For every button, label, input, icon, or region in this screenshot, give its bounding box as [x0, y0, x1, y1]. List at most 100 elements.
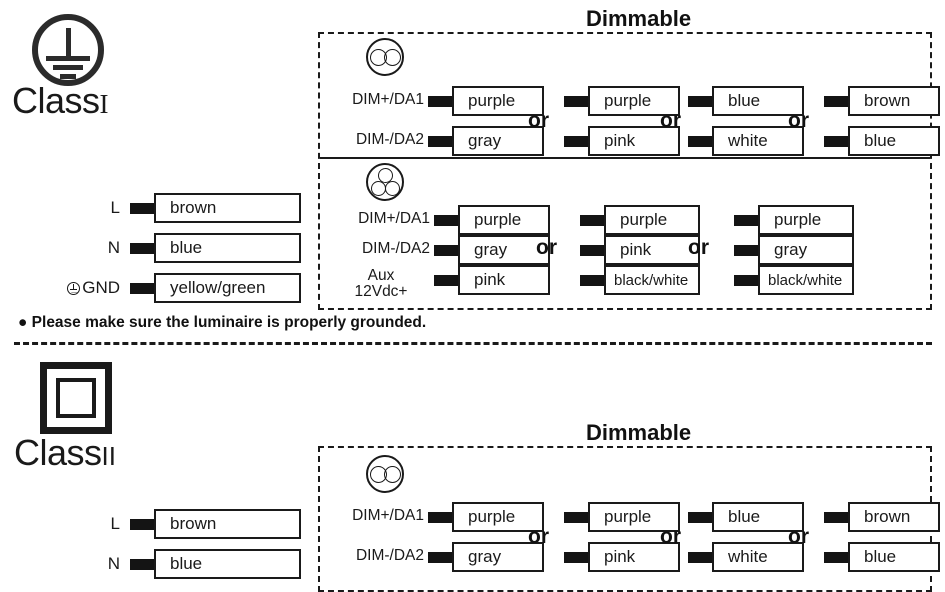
- wire-color-box: gray: [758, 235, 854, 265]
- wire-color-box: purple: [452, 502, 544, 532]
- dim-terminal-label: DIM+/DA1: [358, 210, 430, 227]
- or-label: or: [528, 109, 549, 132]
- section-divider: [14, 342, 932, 345]
- dimmable-heading: Dimmable: [586, 420, 692, 445]
- wire-connector-icon: [734, 214, 758, 226]
- class-2-numeral: II: [101, 441, 116, 471]
- wire-color-box: blue: [848, 126, 940, 156]
- wire-color-box: blue: [712, 86, 804, 116]
- or-label: or: [788, 525, 809, 548]
- wire-connector-icon: [564, 95, 588, 107]
- dim-terminal-label: DIM-/DA2: [355, 547, 424, 564]
- wire-connector-icon: [130, 518, 154, 530]
- class-1-numeral: I: [99, 89, 109, 119]
- wire-color-box: blue: [712, 502, 804, 532]
- dim-wire-row: white: [688, 542, 804, 572]
- wire-connector-icon: [434, 244, 458, 256]
- wire-connector-icon: [580, 274, 604, 286]
- dimmable-group-divider: [320, 157, 930, 159]
- grounding-note: ● Please make sure the luminaire is prop…: [18, 314, 427, 331]
- wire-color-box: purple: [452, 86, 544, 116]
- wire-connector-icon: [824, 551, 848, 563]
- wire-connector-icon: [130, 558, 154, 570]
- dim-wire-row: purple: [734, 205, 854, 235]
- dim-wire-row: brown: [824, 502, 940, 532]
- dim-wire-row: blue: [688, 502, 804, 532]
- earth-ground-icon: [32, 14, 104, 86]
- power-wire-row: N blue: [96, 233, 301, 263]
- wire-color-box: blue: [154, 233, 301, 263]
- power-wire-row: GND yellow/green: [22, 273, 301, 303]
- or-label: or: [660, 109, 681, 132]
- wire-connector-icon: [688, 511, 712, 523]
- wire-connector-icon: [428, 135, 452, 147]
- wire-connector-icon: [824, 511, 848, 523]
- dim-terminal-label: DIM+/DA1: [352, 507, 424, 524]
- dimmable-region: [318, 32, 932, 310]
- dim-terminal-label-aux: Aux 12Vdc+: [332, 267, 430, 301]
- wire-color-box: pink: [588, 126, 680, 156]
- wire-color-box: purple: [604, 205, 700, 235]
- wire-color-box: black/white: [758, 265, 854, 295]
- wire-color-box: gray: [452, 542, 544, 572]
- dim-wire-row: purple: [564, 502, 680, 532]
- wire-connector-icon: [428, 551, 452, 563]
- dim-wire-row: purple: [564, 86, 680, 116]
- or-label: or: [788, 109, 809, 132]
- terminal-label: N: [107, 554, 120, 573]
- wire-color-box: brown: [848, 86, 940, 116]
- wire-color-box: purple: [758, 205, 854, 235]
- aux-label-line1: Aux: [367, 267, 395, 284]
- wire-connector-icon: [580, 244, 604, 256]
- or-label: or: [660, 525, 681, 548]
- dimmable-heading: Dimmable: [586, 6, 692, 31]
- wire-connector-icon: [130, 202, 154, 214]
- wire-color-box: black/white: [604, 265, 700, 295]
- dim-wire-row: black/white: [580, 265, 700, 295]
- or-label: or: [528, 525, 549, 548]
- dim-wire-row: black/white: [734, 265, 854, 295]
- wire-color-box: white: [712, 126, 804, 156]
- class-1-label-text: Class: [12, 80, 100, 121]
- wire-color-box: brown: [154, 509, 301, 539]
- terminal-label: GND: [22, 278, 120, 298]
- dim-wire-row: gray: [734, 235, 854, 265]
- wire-connector-icon: [564, 551, 588, 563]
- cable-2-core-icon: [366, 38, 404, 76]
- dim-wire-row: gray: [428, 542, 544, 572]
- wire-connector-icon: [564, 135, 588, 147]
- dim-wire-row: pink: [580, 235, 700, 265]
- or-label: or: [688, 236, 709, 259]
- wire-color-box: blue: [848, 542, 940, 572]
- dim-wire-row: blue: [824, 126, 940, 156]
- wire-connector-icon: [130, 282, 154, 294]
- dim-wire-row: purple: [428, 86, 544, 116]
- dim-wire-row: gray: [434, 235, 550, 265]
- terminal-label: N: [107, 238, 120, 257]
- wire-connector-icon: [580, 214, 604, 226]
- wire-connector-icon: [734, 244, 758, 256]
- wire-connector-icon: [688, 135, 712, 147]
- class-2-label: ClassII: [14, 432, 116, 474]
- wire-connector-icon: [564, 511, 588, 523]
- dim-wire-row: pink: [564, 126, 680, 156]
- dim-terminal-label: DIM+/DA1: [352, 91, 424, 108]
- dim-wire-row: pink: [564, 542, 680, 572]
- class-1-label: ClassI: [12, 80, 109, 122]
- dim-wire-row: purple: [428, 502, 544, 532]
- power-wire-row: L brown: [96, 193, 301, 223]
- terminal-label-text: GND: [82, 278, 120, 297]
- wire-color-box: purple: [458, 205, 550, 235]
- wire-connector-icon: [130, 242, 154, 254]
- dim-terminal-label: DIM-/DA2: [355, 131, 424, 148]
- wire-connector-icon: [428, 511, 452, 523]
- dim-wire-row: blue: [824, 542, 940, 572]
- wire-color-box: pink: [604, 235, 700, 265]
- wire-color-box: purple: [588, 502, 680, 532]
- wire-connector-icon: [688, 95, 712, 107]
- dim-terminal-label: DIM-/DA2: [361, 240, 430, 257]
- dim-wire-row: purple: [580, 205, 700, 235]
- wire-connector-icon: [734, 274, 758, 286]
- double-insulation-icon: [40, 362, 112, 434]
- wire-connector-icon: [824, 95, 848, 107]
